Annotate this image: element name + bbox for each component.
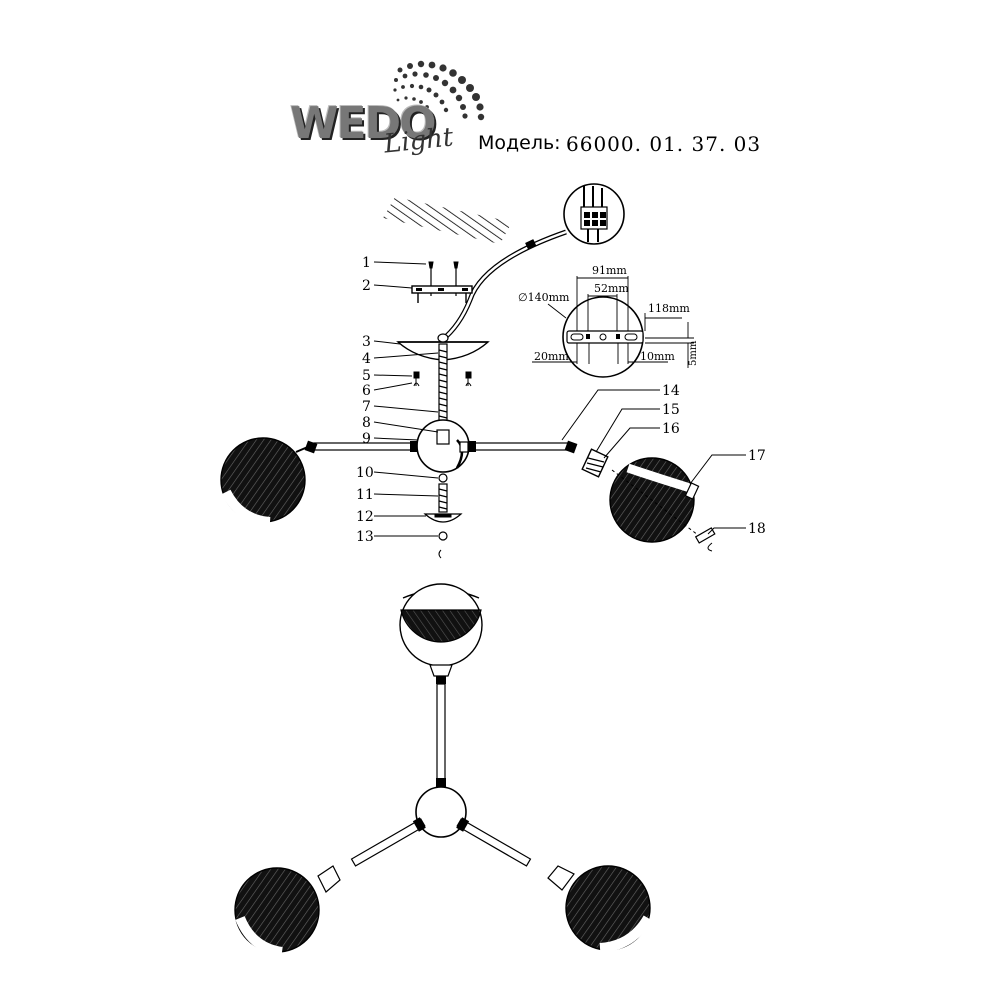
callout-17: 17 <box>748 448 766 464</box>
top-view-globe-left <box>234 865 341 957</box>
callout-7: 7 <box>362 399 371 415</box>
threaded-rod <box>438 343 448 427</box>
ceiling-surface <box>383 197 512 244</box>
callout-16: 16 <box>662 421 680 437</box>
left-globe <box>220 437 311 527</box>
callout-10: 10 <box>356 465 374 481</box>
callout-numbers: 1 2 3 4 5 6 7 8 9 10 11 12 13 14 15 16 1… <box>356 255 766 545</box>
top-view-globe-right <box>547 865 653 953</box>
mounting-bar <box>411 285 473 303</box>
callout-15: 15 <box>662 402 680 418</box>
callout-leaders <box>373 261 746 537</box>
dim-52: 52mm <box>594 282 629 295</box>
model-number: 66000. 01. 37. 03 <box>566 132 762 156</box>
callout-11: 11 <box>356 487 374 503</box>
dim-20: 20mm <box>534 350 569 363</box>
callout-6: 6 <box>362 383 371 399</box>
dim-10: 10mm <box>640 350 675 363</box>
bottom-fittings <box>423 473 463 559</box>
dimension-detail: 91mm 52mm ∅140mm 118mm 20mm 10mm 5mm <box>518 264 699 378</box>
left-arm <box>304 440 418 454</box>
model-label: Модель: <box>478 132 561 154</box>
brand-logo-swirl <box>393 60 485 121</box>
globe-clip <box>694 527 716 552</box>
terminal-detail <box>563 183 625 245</box>
right-arm <box>468 440 578 454</box>
callout-14: 14 <box>662 383 680 399</box>
callout-9: 9 <box>362 431 371 447</box>
hub-sphere <box>416 419 470 473</box>
top-view-assembly <box>234 583 653 957</box>
callout-4: 4 <box>362 351 371 367</box>
callout-1: 1 <box>362 255 371 271</box>
dim-118: 118mm <box>648 302 690 315</box>
brand-logo: WEDO <box>290 98 437 149</box>
top-view-globe-upper <box>399 583 483 684</box>
callout-8: 8 <box>362 415 371 431</box>
dim-5: 5mm <box>688 340 699 366</box>
right-globe <box>609 457 703 543</box>
callout-13: 13 <box>356 529 374 545</box>
lamp-socket <box>581 448 609 478</box>
callout-12: 12 <box>356 509 374 525</box>
cap-nuts <box>413 371 472 387</box>
callout-2: 2 <box>362 278 371 294</box>
callout-5: 5 <box>362 368 371 384</box>
dim-140: ∅140mm <box>518 291 570 304</box>
callout-3: 3 <box>362 334 371 350</box>
callout-18: 18 <box>748 521 766 537</box>
dim-91: 91mm <box>592 264 627 277</box>
